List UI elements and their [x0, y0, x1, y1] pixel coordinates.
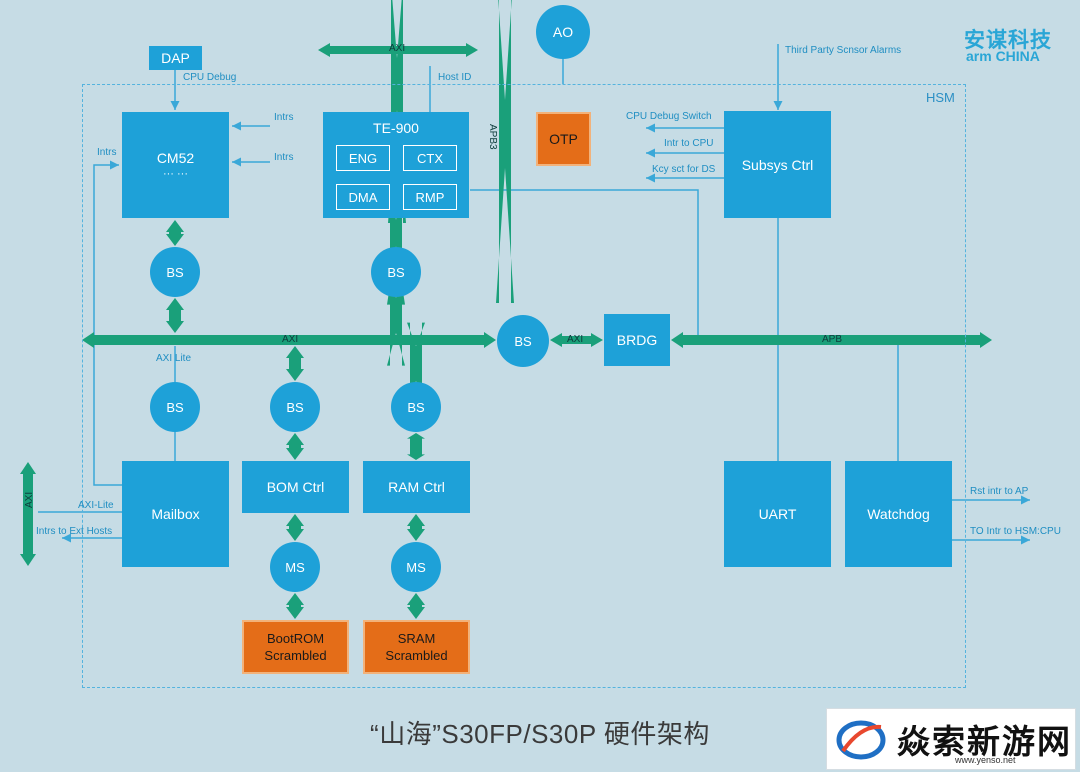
watermark-text: 焱索新游网	[897, 723, 1072, 760]
axi-vert-bus	[388, 0, 406, 223]
subsys-ctrl-block: Subsys Ctrl	[724, 111, 831, 218]
cm52-bs-link	[166, 220, 184, 246]
apb-main-bus	[671, 332, 992, 348]
host-id-label: Host ID	[438, 72, 472, 83]
bs-circle-te900: BS	[371, 247, 421, 297]
intr-to-cpu-label: Intr to CPU	[664, 138, 714, 149]
axi-left-bus	[20, 462, 36, 566]
bus-arrows	[20, 0, 992, 619]
axi-main-label: AXI	[282, 334, 299, 345]
bs-axi-link-1	[166, 298, 184, 333]
ms-bootrom-link	[286, 593, 304, 619]
mailbox-to-cm52-wire	[93, 160, 122, 486]
ao-circle: AO	[536, 5, 590, 59]
axi-left-label: AXI	[24, 491, 35, 508]
watermark: 焱索新游网 www.yenso.net	[826, 708, 1076, 770]
apb3-label: APB3	[487, 124, 498, 150]
sram-block: SRAM Scrambled	[363, 620, 470, 674]
intrs-c-label: Intrs	[97, 147, 117, 158]
brdg-block: BRDG	[604, 314, 670, 366]
rst-intr-label: Rst intr to AP	[970, 486, 1029, 497]
hsm-boundary	[82, 84, 966, 688]
bom-ctrl-block: BOM Ctrl	[242, 461, 349, 513]
rmp-block: RMP	[403, 184, 457, 210]
uart-block: UART	[724, 461, 831, 567]
cm52-label: CM52	[156, 150, 195, 166]
cm52-dots: ··· ···	[162, 168, 189, 180]
axi-lite-label: AXI Lite	[156, 353, 192, 364]
axi-lite2-label: AXI-Lite	[78, 500, 114, 511]
axi-top-label: AXI	[389, 43, 406, 54]
to-intr-label: TO Intr to HSM:CPU	[970, 526, 1061, 537]
diagram-caption: “山海”S30FP/S30P 硬件架构	[370, 719, 710, 749]
bs-circle-cm52: BS	[150, 247, 200, 297]
ms-circle-bom: MS	[270, 542, 320, 592]
intrs-b-label: Intrs	[274, 152, 294, 163]
bootrom-line-1: BootROM	[266, 631, 325, 646]
bootrom-block: BootROM Scrambled	[242, 620, 349, 674]
bs-circle-bridge: BS	[497, 315, 549, 367]
eng-block: ENG	[336, 145, 390, 171]
sram-line-1: SRAM	[397, 631, 436, 646]
hsm-label: HSM	[926, 90, 955, 105]
intrs-ext-label: Intrs to Ext Hosts	[36, 526, 113, 537]
axi-mid-bus	[550, 333, 603, 347]
mailbox-block: Mailbox	[122, 461, 229, 567]
otp-block: OTP	[536, 112, 591, 166]
logo-english: arm CHINA	[966, 48, 1040, 64]
te900-label: TE-900	[373, 120, 419, 136]
te900-block: TE-900	[323, 112, 469, 218]
cpu-debug-switch-label: CPU Debug Switch	[626, 111, 712, 122]
axi-bom-bs-link	[286, 346, 304, 381]
ms-sram-link	[407, 593, 425, 619]
cpu-debug-label: CPU Debug	[183, 72, 237, 83]
bs-circle-bom: BS	[270, 382, 320, 432]
ram-ctrl-block: RAM Ctrl	[363, 461, 470, 513]
dma-block: DMA	[336, 184, 390, 210]
intrs-a-label: Intrs	[274, 112, 294, 123]
apb-label: APB	[822, 334, 843, 345]
te900-to-apb-wire	[470, 189, 699, 340]
bs-circle-ram: BS	[391, 382, 441, 432]
ctx-block: CTX	[403, 145, 457, 171]
watermark-url: www.yenso.net	[955, 755, 1016, 765]
dap-block: DAP	[149, 46, 202, 70]
axi-mid-label: AXI	[567, 334, 584, 345]
watermark-logo-icon	[836, 720, 886, 760]
bs-circle-mailbox: BS	[150, 382, 200, 432]
logo-chinese: 安谋科技	[964, 29, 1052, 52]
bs-bom-link	[286, 433, 304, 460]
ram-ms-link	[407, 514, 425, 541]
bootrom-line-2: Scrambled	[264, 648, 327, 663]
key-sct-label: Kcy sct for DS	[652, 164, 716, 175]
watchdog-block: Watchdog	[845, 461, 952, 567]
bom-ms-link	[286, 514, 304, 541]
cm52-block: CM52 ··· ···	[122, 112, 229, 218]
sram-line-2: Scrambled	[385, 648, 448, 663]
bs-ram-link	[407, 433, 425, 460]
ms-circle-ram: MS	[391, 542, 441, 592]
apb3-bus	[496, 0, 514, 303]
third-party-label: Third Party Scnsor Alarms	[785, 45, 902, 56]
